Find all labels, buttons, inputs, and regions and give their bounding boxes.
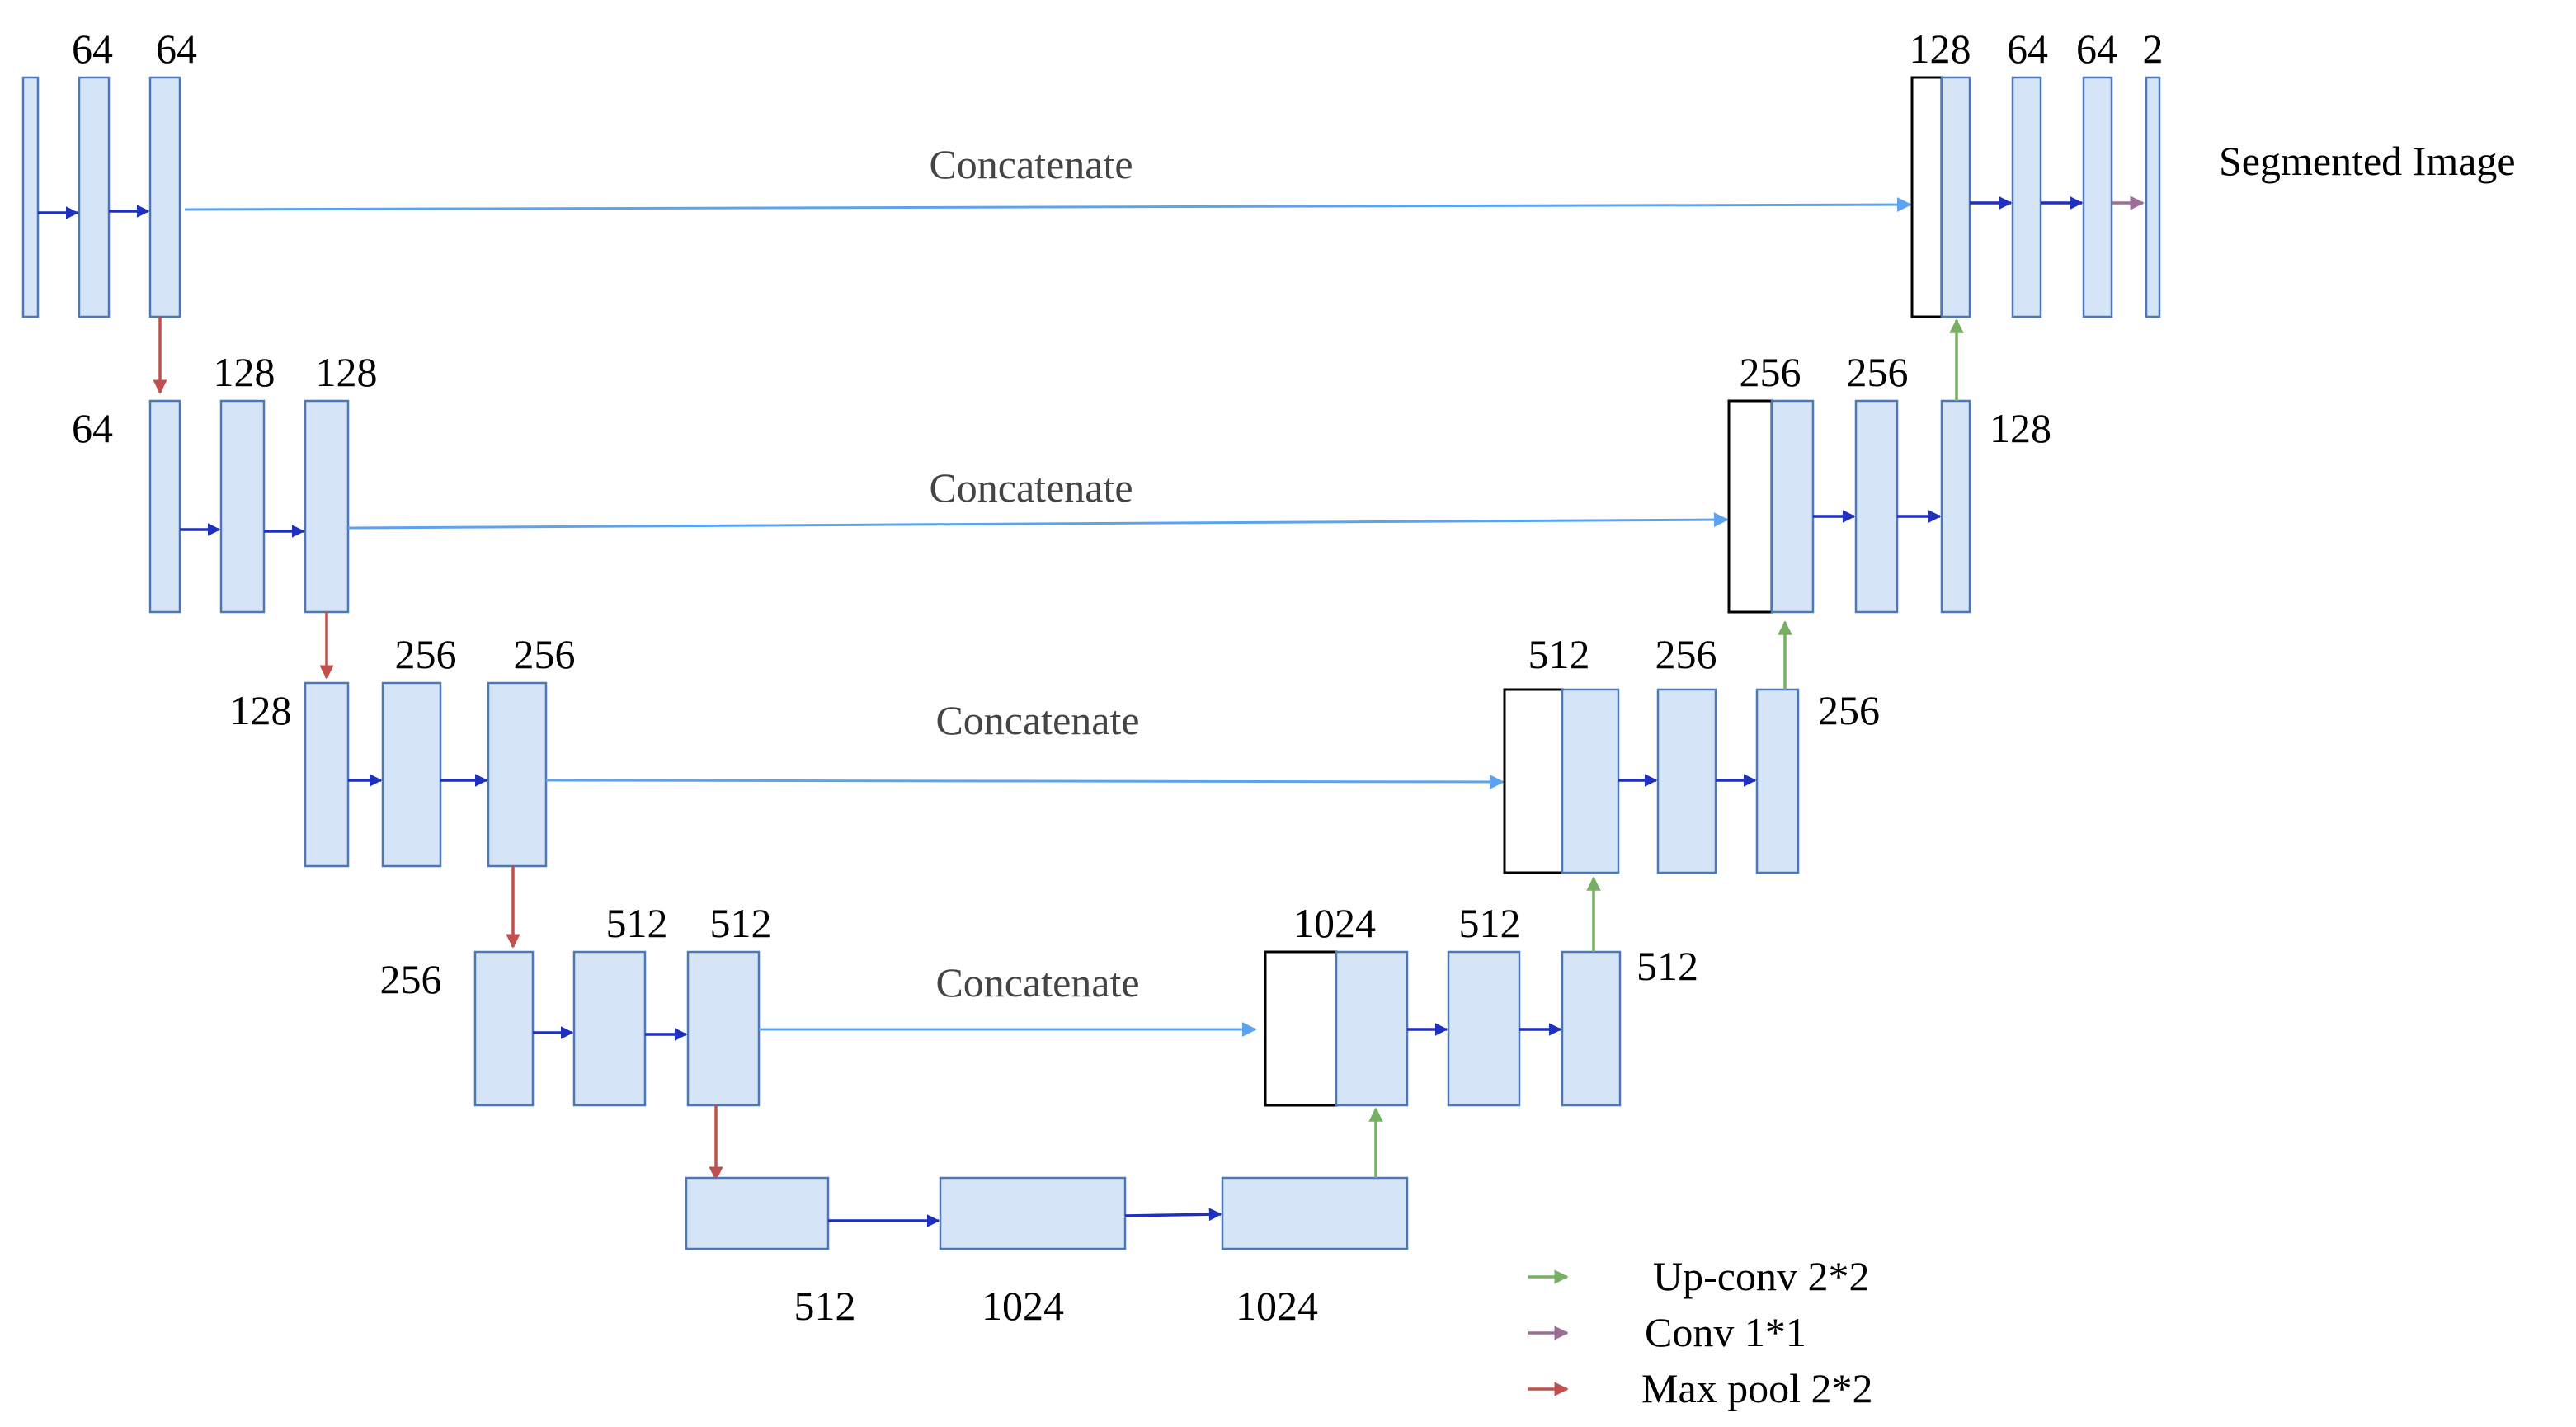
concat-arrow-2 [347,512,1729,530]
bottleneck-conv2-block [1221,1176,1409,1250]
enc4-conv1-label: 512 [606,900,668,946]
dec4-conv1-label: 512 [1459,900,1521,946]
enc2-pool-label: 64 [72,405,113,451]
dec2-conv1-label: 256 [1847,349,1909,395]
concat-arrow-3 [545,774,1505,789]
dec4-skip-block [1264,950,1338,1107]
dec2-conv2-block [1940,399,1971,614]
dec1-conv1-label: 64 [2007,26,2048,72]
bottleneck-pool-block [685,1176,830,1250]
dec1-upconv-block [1940,76,1971,318]
legend-upconv-label: Up-conv 2*2 [1653,1253,1869,1299]
enc2-pool-block [148,399,181,614]
bottleneck: 512 1024 1024 [685,1105,1409,1329]
dec2-conv2-label: 128 [1990,405,2051,451]
dec4-conv2-label: 512 [1636,943,1698,989]
legend: Up-conv 2*2 Conv 1*1 Max pool 2*2 [1528,1253,1873,1411]
input-image-block [21,76,40,318]
concat-label-4: Concatenate [935,959,1139,1005]
dec1-skip-block [1910,76,1943,318]
dec3-conv1-label: 256 [1655,631,1717,677]
enc3-conv1-block [381,681,442,868]
enc4-pool-block [473,950,535,1107]
enc2-conv2-label: 128 [316,349,378,395]
dec1-conv2-block [2082,76,2113,318]
level-2: 64 128 128 Concatenate 256 256 128 [72,317,2051,614]
enc3-conv2-label: 256 [514,631,576,677]
level-4: 256 512 512 Concatenate 1024 512 512 [380,866,1698,1107]
output-channels-label: 2 [2143,26,2164,72]
dec2-concat-label: 256 [1740,349,1801,395]
bottleneck-pool-label: 512 [794,1283,856,1329]
dec2-skip-block [1727,399,1773,614]
level-1: 64 64 Concatenate 128 64 64 2 Segmented … [21,26,2516,318]
enc4-conv2-label: 512 [710,900,772,946]
dec4-upconv-block [1335,950,1409,1107]
output-block [2145,76,2161,318]
level-3: 128 256 256 Concatenate 512 256 256 [230,612,1880,874]
dec3-upconv-block [1561,688,1620,874]
dec4-conv1-block [1447,950,1521,1107]
enc4-conv1-block [572,950,647,1107]
bottleneck-conv1-label: 1024 [982,1283,1064,1329]
dec3-concat-label: 512 [1528,631,1590,677]
bottleneck-conv2-label: 1024 [1236,1283,1318,1329]
dec1-conv2-label: 64 [2076,26,2117,72]
concat-arrow-1 [184,197,1912,213]
concat-label-1: Concatenate [929,141,1133,187]
enc2-conv2-block [304,399,350,614]
dec2-conv1-block [1854,399,1899,614]
dec4-concat-label: 1024 [1293,900,1376,946]
enc3-pool-label: 128 [230,687,292,733]
enc2-conv1-label: 128 [214,349,275,395]
dec4-conv2-block [1561,950,1622,1107]
concat-label-3: Concatenate [935,697,1139,743]
legend-maxpool-label: Max pool 2*2 [1641,1365,1873,1411]
enc4-pool-label: 256 [380,956,442,1002]
enc3-conv2-block [487,681,548,868]
dec3-conv2-block [1755,688,1800,874]
enc1-conv1-label: 64 [72,26,113,72]
enc4-conv2-block [686,950,761,1107]
dec1-concat-label: 128 [1910,26,1971,72]
dec3-skip-block [1503,688,1564,874]
legend-conv1x1-label: Conv 1*1 [1645,1309,1806,1355]
dec3-conv1-block [1656,688,1717,874]
enc1-conv1-block [78,76,111,318]
dec2-upconv-block [1770,399,1815,614]
enc2-conv1-block [219,399,266,614]
dec3-conv2-label: 256 [1818,687,1880,733]
bottleneck-conv1-block [939,1176,1127,1250]
conv-arrow [1124,1208,1222,1222]
dec1-conv1-block [2011,76,2042,318]
enc1-conv2-label: 64 [156,26,197,72]
enc3-conv1-label: 256 [395,631,457,677]
concat-label-2: Concatenate [929,464,1133,511]
enc3-pool-block [304,681,350,868]
segmented-image-label: Segmented Image [2219,138,2516,184]
enc1-conv2-block [148,76,181,318]
